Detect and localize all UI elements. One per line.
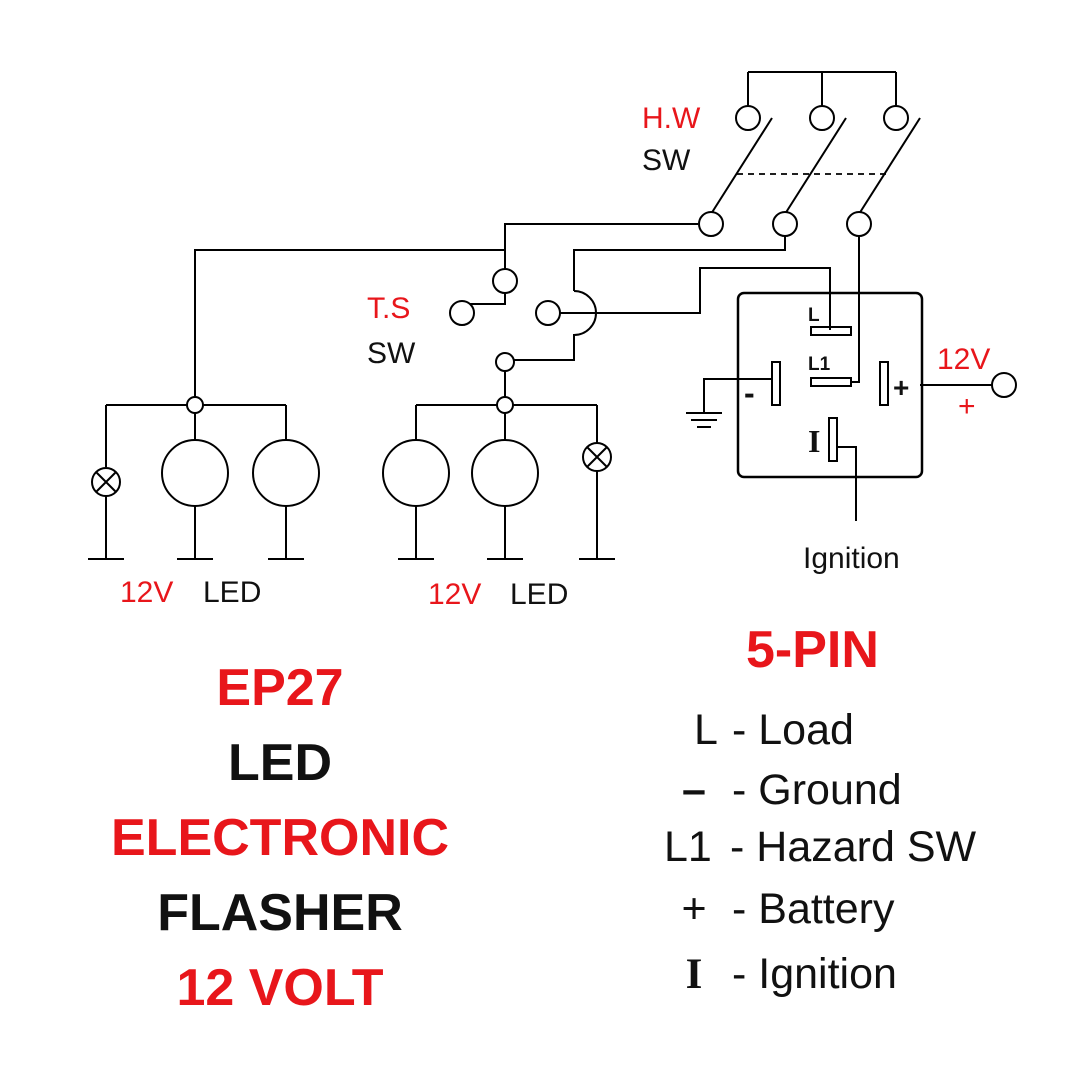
legend-text-ground: - Ground <box>732 766 902 814</box>
right-bank-voltage: 12V <box>428 578 481 611</box>
supply-terminal <box>991 372 1017 398</box>
ground-symbol <box>686 378 772 428</box>
ignition-label: Ignition <box>803 542 900 575</box>
left-lamp-bank <box>88 396 320 560</box>
supply-voltage: 12V <box>937 343 990 376</box>
title-type: LED <box>228 734 332 792</box>
pin-l-label: L <box>808 305 820 326</box>
pin-i-label: I <box>808 423 820 459</box>
legend-text-hazard: - Hazard SW <box>730 823 977 871</box>
pin-l1-label: L1 <box>808 354 831 375</box>
title-model: EP27 <box>216 659 344 717</box>
legend-heading: 5-PIN <box>746 621 879 679</box>
legend-text-load: - Load <box>732 706 854 754</box>
title-voltage: 12 VOLT <box>176 959 384 1017</box>
ignition-wire <box>837 446 857 521</box>
legend-symbol-ignition: I <box>685 951 703 998</box>
legend-symbol-load: L <box>694 706 718 754</box>
hazard-switch <box>698 71 921 237</box>
pin-minus-label: - <box>744 375 755 411</box>
hw-switch-type: SW <box>642 144 691 177</box>
legend-symbol-hazard: L1 <box>664 823 712 871</box>
title-electronic: ELECTRONIC <box>111 809 449 867</box>
hw-switch-name: H.W <box>642 102 701 135</box>
left-bank-kind: LED <box>203 576 261 609</box>
ts-switch-type: SW <box>367 337 416 370</box>
legend-text-battery: - Battery <box>732 885 895 933</box>
left-bank-voltage: 12V <box>120 576 173 609</box>
right-bank-kind: LED <box>510 578 568 611</box>
right-lamp-bank <box>382 396 615 560</box>
legend-symbol-ground: – <box>682 766 706 814</box>
legend-text-ignition: - Ignition <box>732 950 897 998</box>
supply-polarity: + <box>958 390 976 423</box>
title-flasher: FLASHER <box>157 884 403 942</box>
ts-switch-name: T.S <box>367 292 410 325</box>
pin-plus-label: + <box>893 372 909 403</box>
legend-symbol-battery: + <box>681 885 707 933</box>
turn-signal-switch <box>449 267 831 398</box>
